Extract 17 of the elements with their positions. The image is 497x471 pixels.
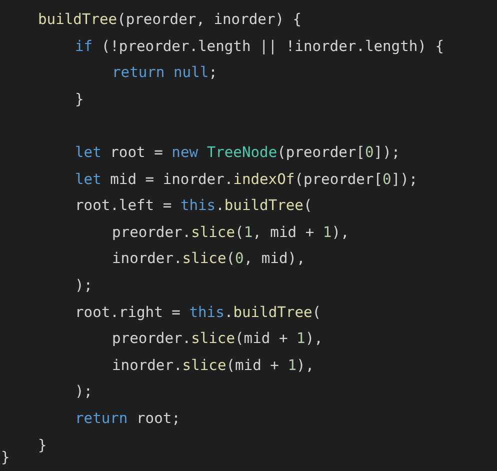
code-line: buildTree(preorder, inorder) { — [38, 11, 302, 29]
code-line: return null; — [112, 64, 218, 82]
code-line: inorder.slice(mid + 1), — [112, 356, 314, 375]
code-line: preorder.slice(mid + 1), — [112, 330, 323, 348]
code-line: root.right = this.buildTree( — [75, 304, 322, 322]
code-line: } — [1, 448, 10, 467]
code-line: if (!preorder.length || !inorder.length) { — [75, 38, 444, 56]
code-line: ); — [75, 277, 93, 295]
code-line: preorder.slice(1, mid + 1), — [112, 224, 350, 242]
code-line: let root = new TreeNode(preorder[0]); — [75, 144, 400, 162]
code-line: inorder.slice(0, mid), — [112, 250, 306, 268]
code-line: } — [75, 90, 84, 109]
code-line: return root; — [75, 410, 180, 428]
code-line: } — [38, 436, 47, 455]
code-line: root.left = this.buildTree( — [75, 197, 312, 216]
code-line: ); — [75, 383, 93, 402]
code-line: let mid = inorder.indexOf(preorder[0]); — [75, 170, 418, 189]
